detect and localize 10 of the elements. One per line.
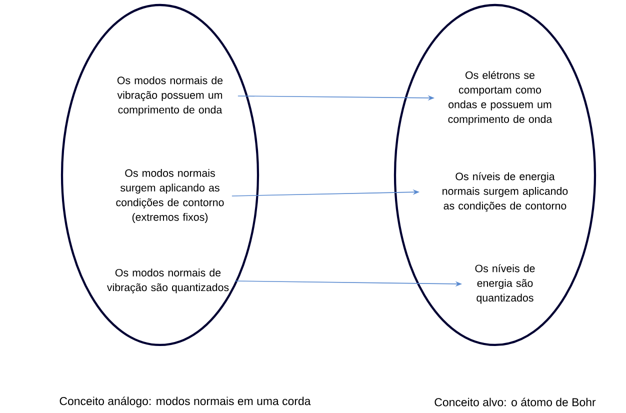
concept-text: Os modos normais de vibração possuem um comprimento de onda xyxy=(117,76,223,116)
concept-text: Os níveis de energia são quantizados xyxy=(475,264,535,304)
ellipse-outline xyxy=(60,4,260,346)
concept-text: Os modos normais surgem aplicando as condições de contorno (extremos fixos) xyxy=(116,169,224,223)
ellipse-outline xyxy=(394,4,596,346)
concept-title: Conceito análogo: modos normais em uma corda xyxy=(60,396,311,408)
concept-text: Os elétrons se comportam como ondas e possuem um comprimento de onda xyxy=(448,70,552,126)
concept-title: Conceito alvo: o átomo de Bohr xyxy=(434,398,596,406)
concept-text: Os níveis de energia normais surgem aplicando as condições de contorno xyxy=(442,172,568,212)
concept-text: Os modos normais de vibração são quantizados xyxy=(106,268,229,294)
